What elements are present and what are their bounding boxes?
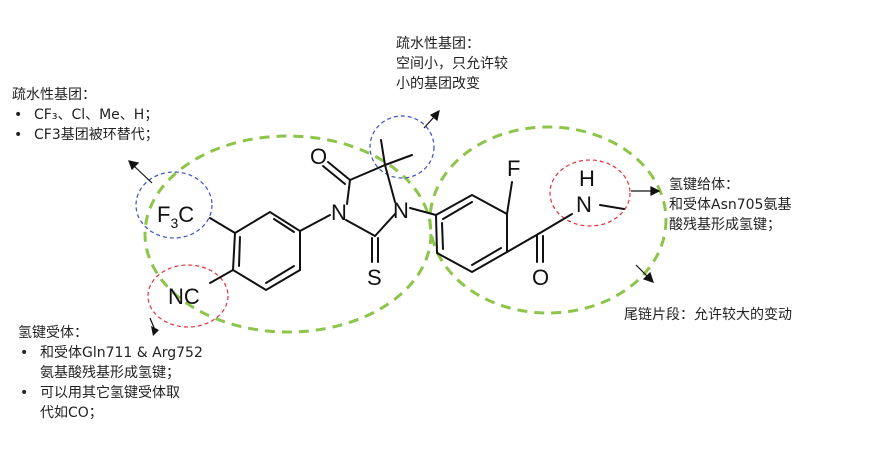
- annotation-center-top: 疏水性基团： 空间小，只允许较 小的基团改变: [396, 34, 508, 94]
- annotation-right-top-title: 氢键给体：: [669, 177, 739, 193]
- annotation-arrows: [128, 109, 661, 331]
- nh-highlight: [549, 159, 631, 227]
- nitrile-arrow-head: [151, 326, 159, 336]
- atom-nh-nitrogen: N: [576, 192, 592, 217]
- bonds: [209, 139, 625, 292]
- annotation-right-mid-text: 尾链片段：允许较大的变动: [624, 307, 792, 323]
- annotation-right-top-line: 酸残基形成氢键；: [669, 217, 781, 233]
- annotation-center-top-line: 空间小，只允许较: [396, 56, 508, 72]
- atom-cf3: F3C: [157, 202, 194, 231]
- annotation-left-top-title: 疏水性基团：: [12, 87, 96, 103]
- annotation-left-bottom-line: 和受体Gln711 & Arg752: [40, 345, 203, 361]
- atom-oxygen-amide: O: [532, 265, 549, 290]
- atom-sulfur: S: [367, 265, 382, 290]
- atom-nitrile: NC: [168, 284, 200, 309]
- atom-nitrogen-left: N: [331, 200, 347, 225]
- nitrile-highlight: [147, 264, 229, 328]
- annotation-left-bottom-line: 代如CO；: [40, 405, 103, 421]
- atom-nitrogen-right: N: [393, 198, 409, 223]
- annotation-left-top-item: CF3基团被环替代；: [12, 125, 159, 145]
- annotation-left-top: 疏水性基团： CF₃、Cl、Me、H； CF3基团被环替代；: [12, 85, 159, 145]
- annotation-right-mid: 尾链片段：允许较大的变动: [624, 305, 792, 325]
- annotation-left-bottom-title: 氢键受体：: [18, 325, 88, 341]
- annotation-left-bottom-line: 可以用其它氢键受体取: [40, 385, 180, 401]
- left-region-ellipse: [143, 134, 433, 334]
- annotation-left-bottom: 氢键受体： 和受体Gln711 & Arg752 氨基酸残基形成氢键； 可以用其…: [18, 323, 203, 423]
- annotation-right-top: 氢键给体： 和受体Asn705氨基 酸残基形成氢键；: [669, 175, 791, 235]
- annotation-center-top-title: 疏水性基团：: [396, 36, 480, 52]
- annotation-left-top-item: CF₃、Cl、Me、H；: [12, 105, 159, 125]
- right-region-ellipse: [428, 125, 668, 315]
- annotation-left-bottom-line: 氨基酸残基形成氢键；: [40, 365, 180, 381]
- annotation-left-bottom-item: 可以用其它氢键受体取 代如CO；: [18, 383, 203, 423]
- annotation-center-top-line: 小的基团改变: [396, 76, 480, 92]
- annotation-left-bottom-item: 和受体Gln711 & Arg752 氨基酸残基形成氢键；: [18, 343, 203, 383]
- atom-oxygen-top: O: [310, 144, 327, 169]
- atom-fluorine: F: [507, 156, 520, 181]
- cf3-highlight: [135, 171, 213, 239]
- atom-nh-hydrogen: H: [579, 166, 595, 191]
- dimethyl-highlight: [369, 115, 435, 179]
- annotation-right-top-line: 和受体Asn705氨基: [669, 197, 792, 213]
